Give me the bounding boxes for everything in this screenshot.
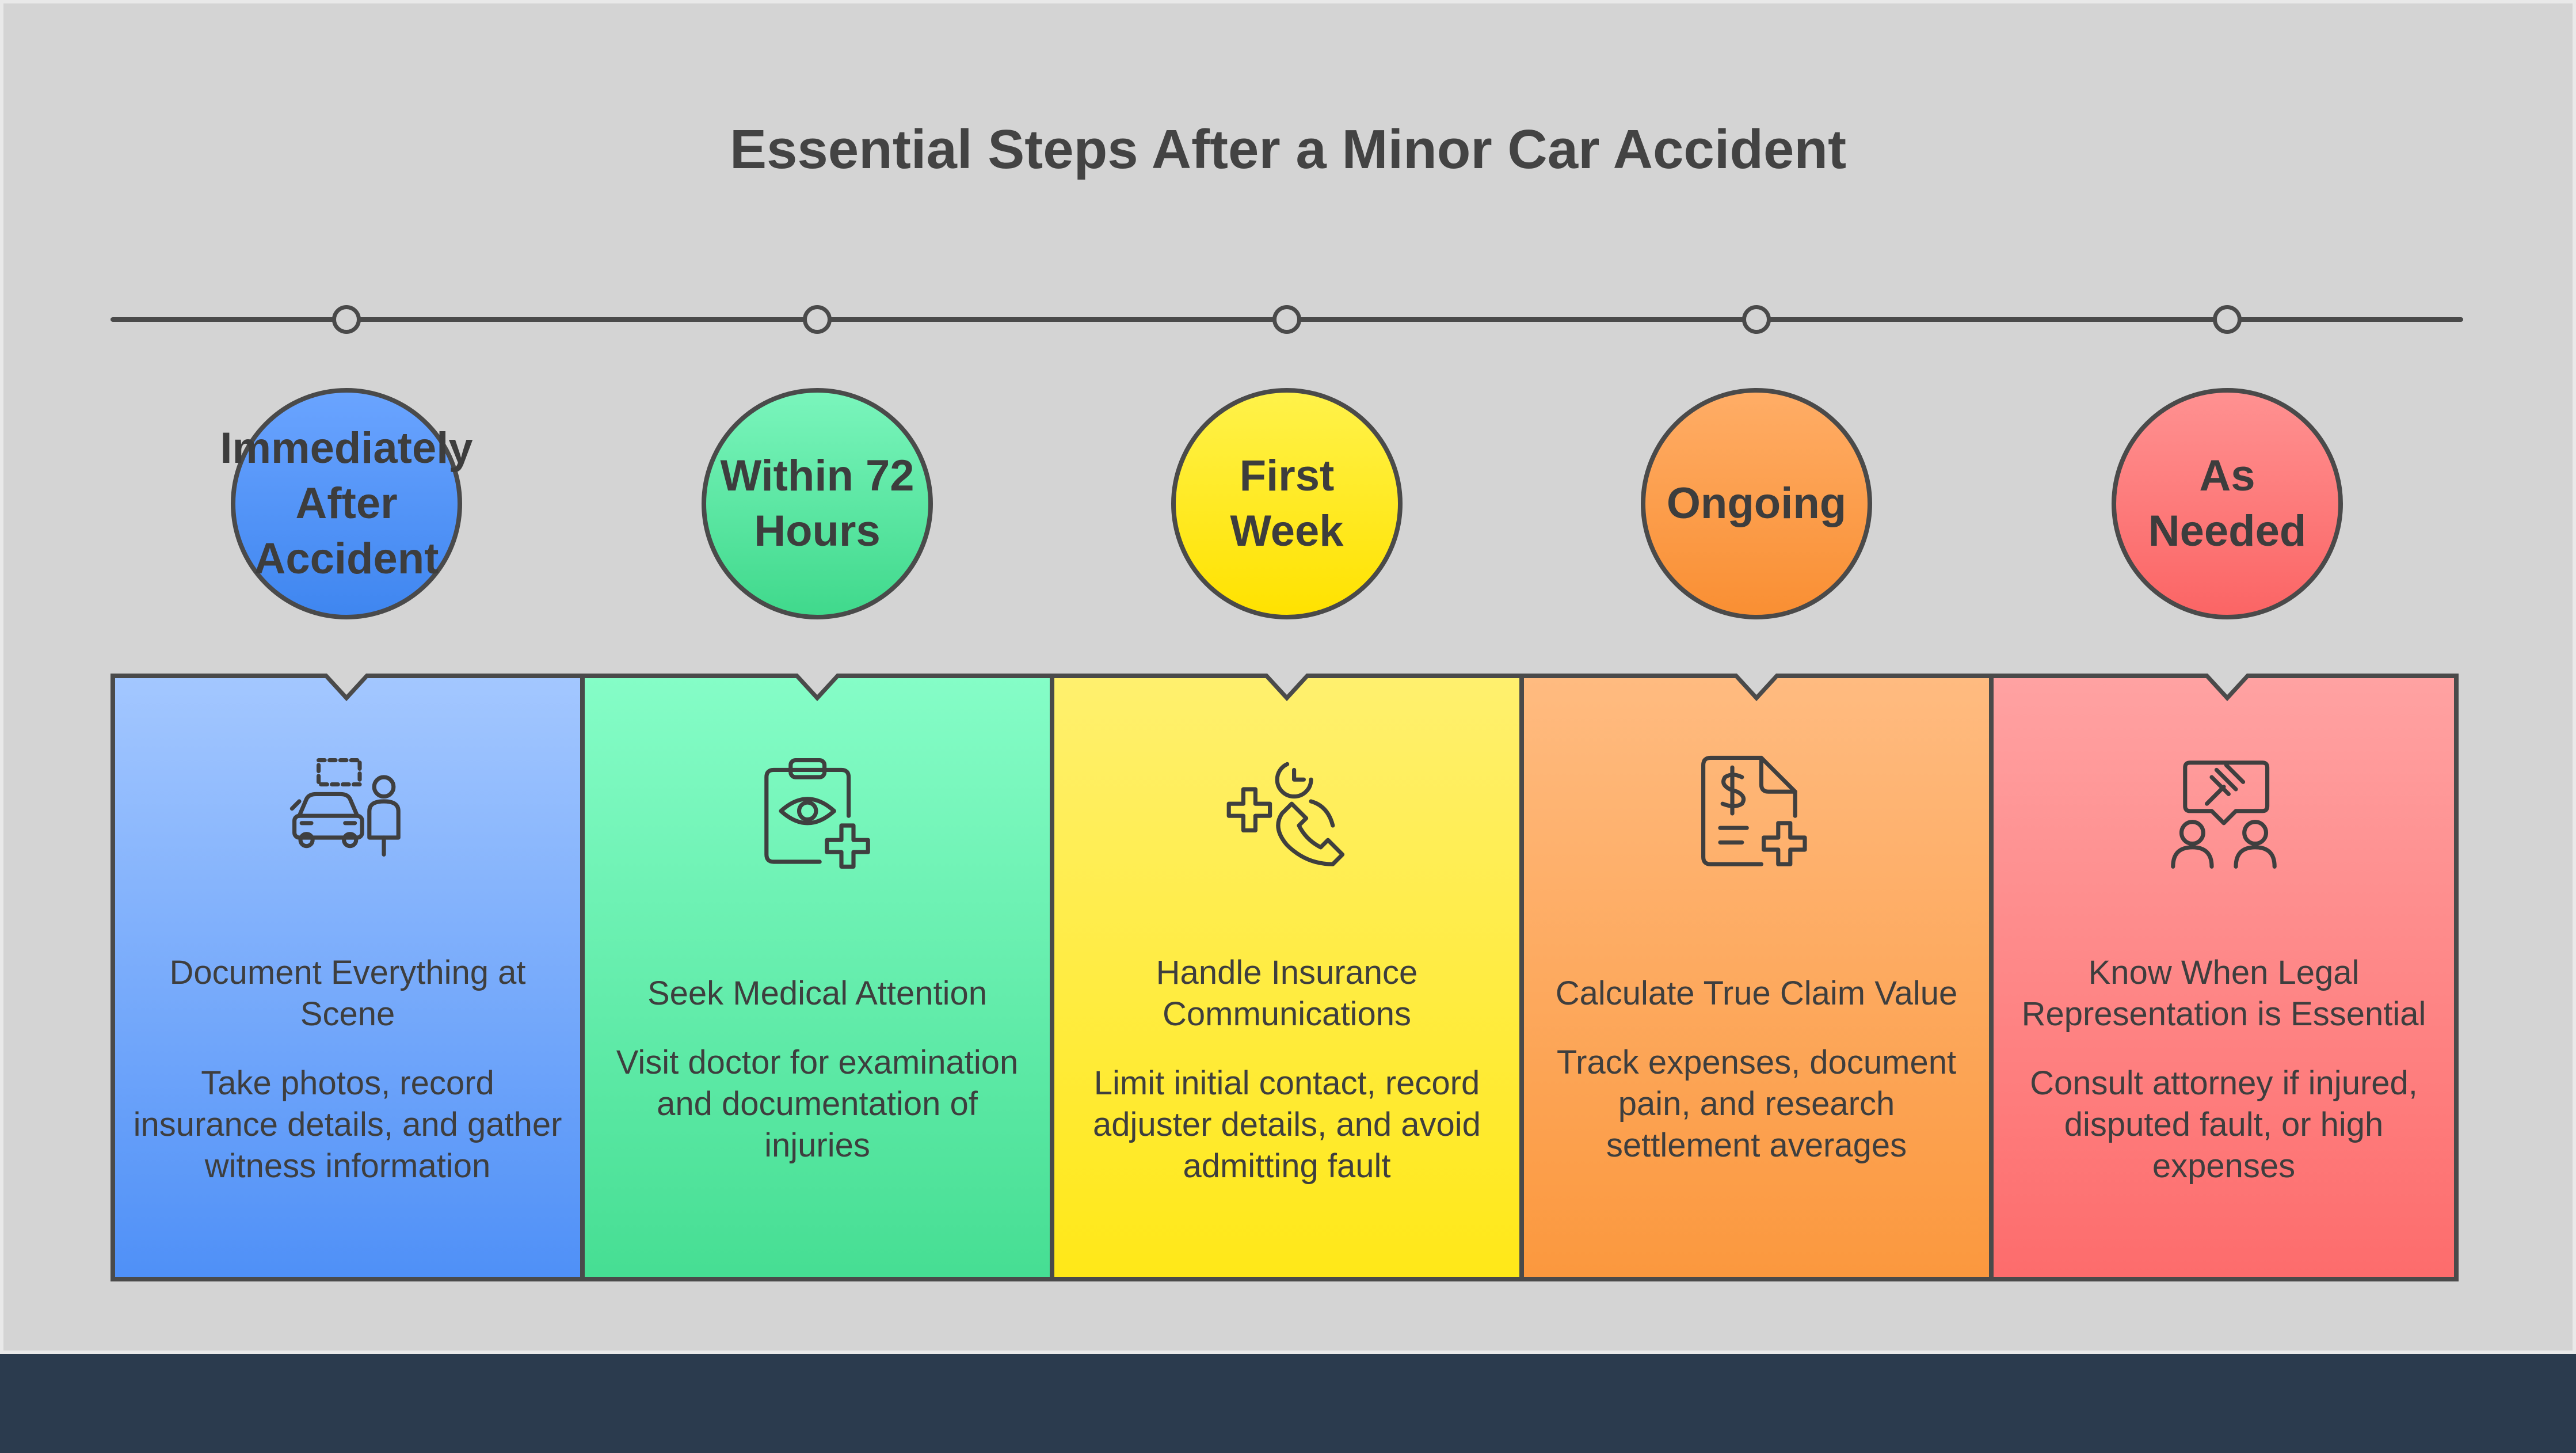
stage-label: Within 72 Hours [720,451,914,556]
card-text: Know When Legal Representation is Essent… [2011,897,2437,1242]
step-heading: Handle Insurance Communications [1156,954,1418,1033]
footer-bar [0,1354,2576,1453]
step-card: Know When Legal Representation is Essent… [1989,674,2459,1281]
stage-circle: First Week [1171,388,1403,619]
stage-label: Immediately After Accident [220,424,473,583]
timeline-dot [1272,305,1301,334]
stage-circle: Immediately After Accident [220,388,473,619]
legal-consult-icon [2163,753,2284,874]
stage-label: Ongoing [1666,479,1847,528]
step-heading: Document Everything at Scene [169,954,526,1033]
timeline-dot [1742,305,1771,334]
step-heading: Know When Legal Representation is Essent… [2021,954,2426,1033]
timeline-dot [2213,305,2242,334]
step-heading: Calculate True Claim Value [1555,975,1958,1012]
step-description: Consult attorney if injured, disputed fa… [2030,1064,2418,1185]
medical-clipboard-icon [757,753,878,874]
step-description: Limit initial contact, record adjuster d… [1093,1064,1481,1185]
step-heading: Seek Medical Attention [647,975,988,1012]
timeline-dot [332,305,361,334]
car-person-icon [287,753,408,874]
timeline-dot [803,305,832,334]
stage-circle: As Needed [2112,388,2343,619]
stage-circle: Ongoing [1641,388,1872,619]
stage-label: First Week [1230,451,1344,556]
phone-clock-icon [1226,753,1347,874]
invoice-dollar-icon [1696,753,1817,874]
stage-circle: Within 72 Hours [702,388,933,619]
card-notch-fill [1737,674,1776,695]
step-description: Take photos, record insurance details, a… [133,1064,562,1185]
card-notch-fill [2208,674,2247,695]
card-notch-fill [327,674,366,695]
card-notch-fill [1267,674,1306,695]
step-description: Track expenses, document pain, and resea… [1556,1044,1957,1164]
step-description: Visit doctor for examination and documen… [616,1044,1019,1164]
card-notch-fill [798,674,837,695]
stage-label: As Needed [2148,451,2307,556]
page-title: Essential Steps After a Minor Car Accide… [729,119,1847,180]
